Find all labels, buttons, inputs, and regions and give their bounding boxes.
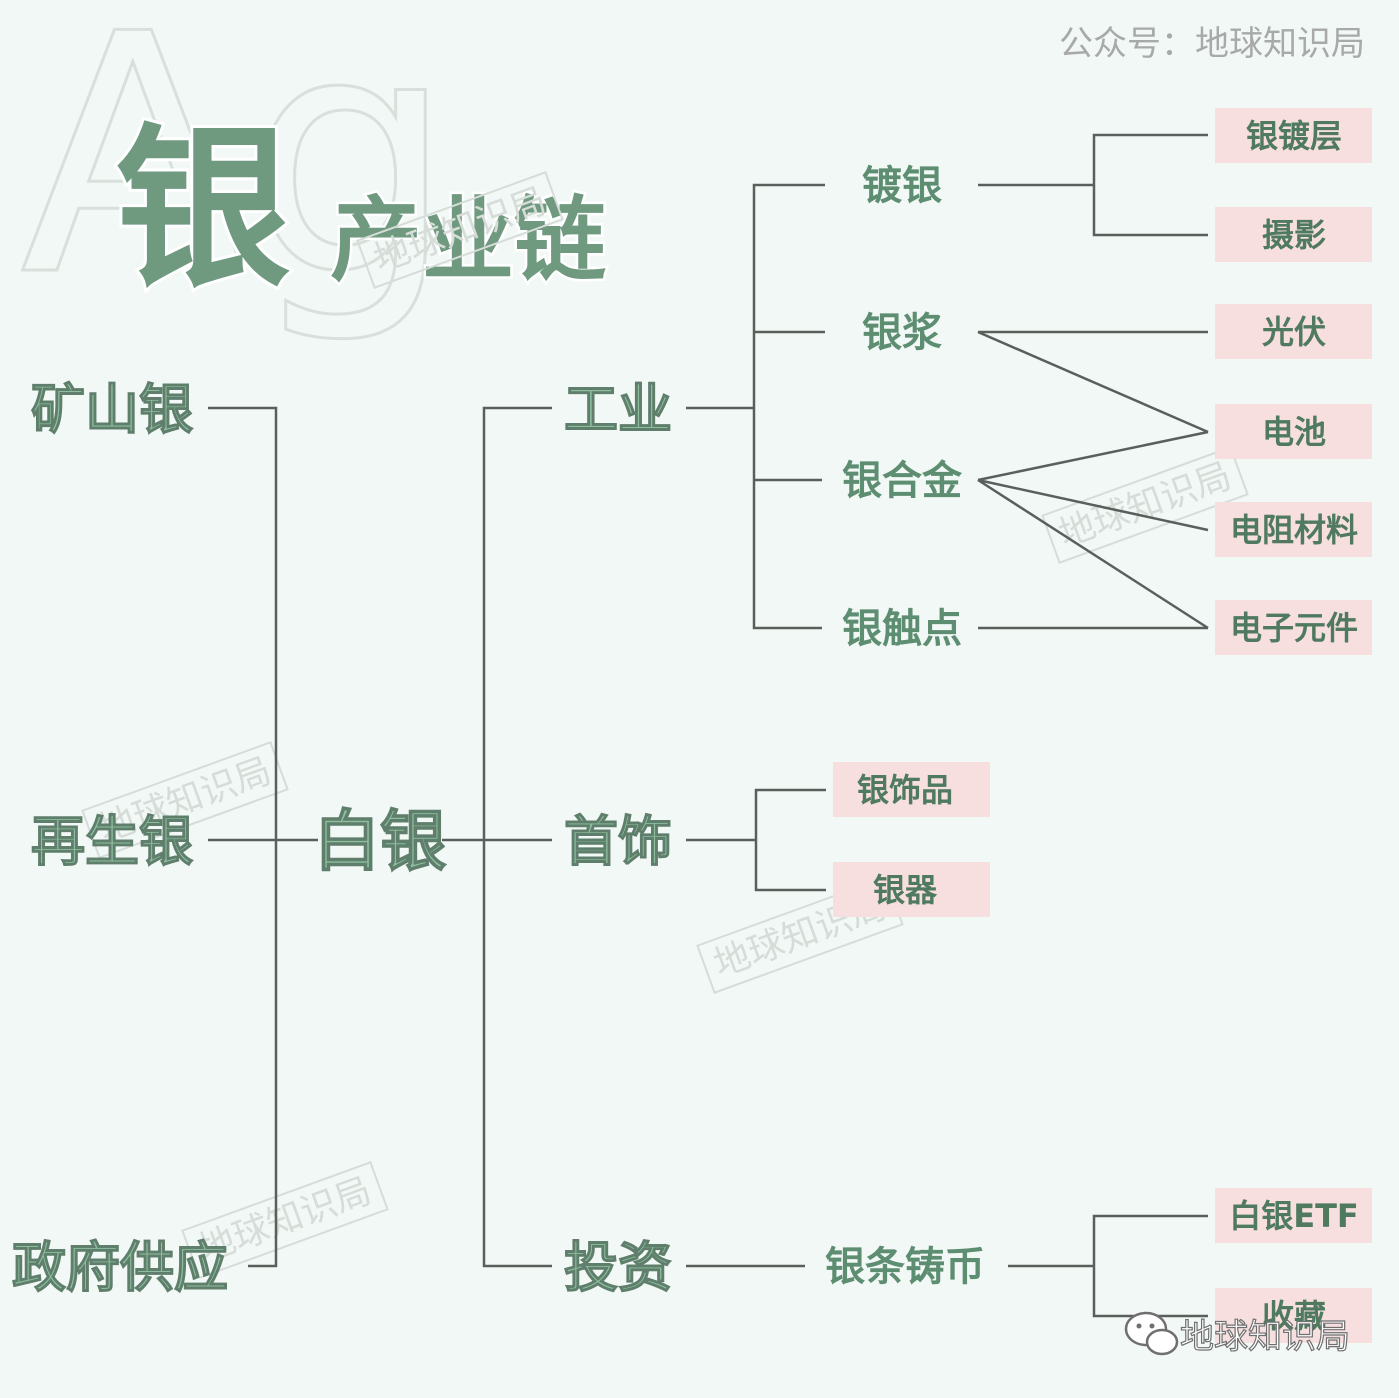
use-jewelry: 首饰	[564, 810, 672, 873]
investment-bars-coins: 银条铸币	[825, 1244, 985, 1290]
line-plating-bracket	[1092, 133, 1208, 237]
source-government: 政府供应	[12, 1236, 228, 1299]
leaf-box-plating-layer	[1215, 108, 1372, 163]
use-industry: 工业	[564, 378, 672, 441]
leaf-electronics: 电子元件	[1230, 609, 1358, 647]
hub-silver: 白银	[314, 803, 446, 880]
line-paste-battery	[977, 330, 1209, 434]
leaf-collection: 收藏	[1262, 1297, 1326, 1335]
line-industry-bracket	[752, 183, 825, 630]
industry-contact: 银触点	[842, 606, 962, 652]
source-recycled: 再生银	[31, 810, 193, 873]
industry-paste: 银浆	[862, 310, 942, 356]
account-name: 公众号：地球知识局	[1059, 24, 1365, 64]
leaf-silverware: 银器	[873, 871, 938, 909]
line-sources-bracket	[208, 406, 278, 1268]
leaf-box-resistor	[1215, 502, 1372, 557]
source-mine: 矿山银	[31, 378, 193, 441]
leaf-battery: 电池	[1262, 413, 1326, 451]
connector-lines	[208, 133, 1209, 1318]
line-alloy-battery	[977, 430, 1209, 482]
ag-background-letters: Ag	[20, 0, 455, 348]
leaf-box-etf	[1215, 1188, 1372, 1243]
footer-watermark-text: 地球知识局	[1180, 1317, 1350, 1357]
leaf-box-electronics	[1215, 600, 1372, 655]
industry-alloy: 银合金	[842, 458, 963, 504]
leaf-resistor: 电阻材料	[1230, 511, 1358, 549]
line-alloy-electronics	[977, 478, 1209, 630]
footer-watermark: 地球知识局	[1124, 1311, 1351, 1358]
industry-plating: 镀银	[862, 163, 942, 209]
leaf-photovoltaic: 光伏	[1262, 313, 1326, 351]
use-investment: 投资	[564, 1236, 672, 1299]
line-alloy-resistor	[977, 478, 1209, 532]
leaf-box-collection	[1215, 1288, 1372, 1343]
leaf-box-battery	[1215, 404, 1372, 459]
line-uses-bracket	[482, 406, 552, 1268]
wechat-icon	[1124, 1311, 1179, 1356]
leaf-box-ornaments	[833, 762, 990, 817]
leaf-box-silverware	[833, 862, 990, 917]
leaf-box-photovoltaic	[1215, 304, 1372, 359]
title-sub: 产业链	[330, 187, 606, 294]
leaf-ornaments: 银饰品	[857, 771, 953, 809]
line-jewelry-bracket	[754, 788, 826, 892]
title-main: 银	[115, 109, 290, 312]
leaf-photography: 摄影	[1262, 216, 1326, 254]
leaf-plating-layer: 银镀层	[1246, 117, 1342, 155]
leaf-etf: 白银ETF	[1229, 1197, 1359, 1235]
leaf-box-photography	[1215, 207, 1372, 262]
